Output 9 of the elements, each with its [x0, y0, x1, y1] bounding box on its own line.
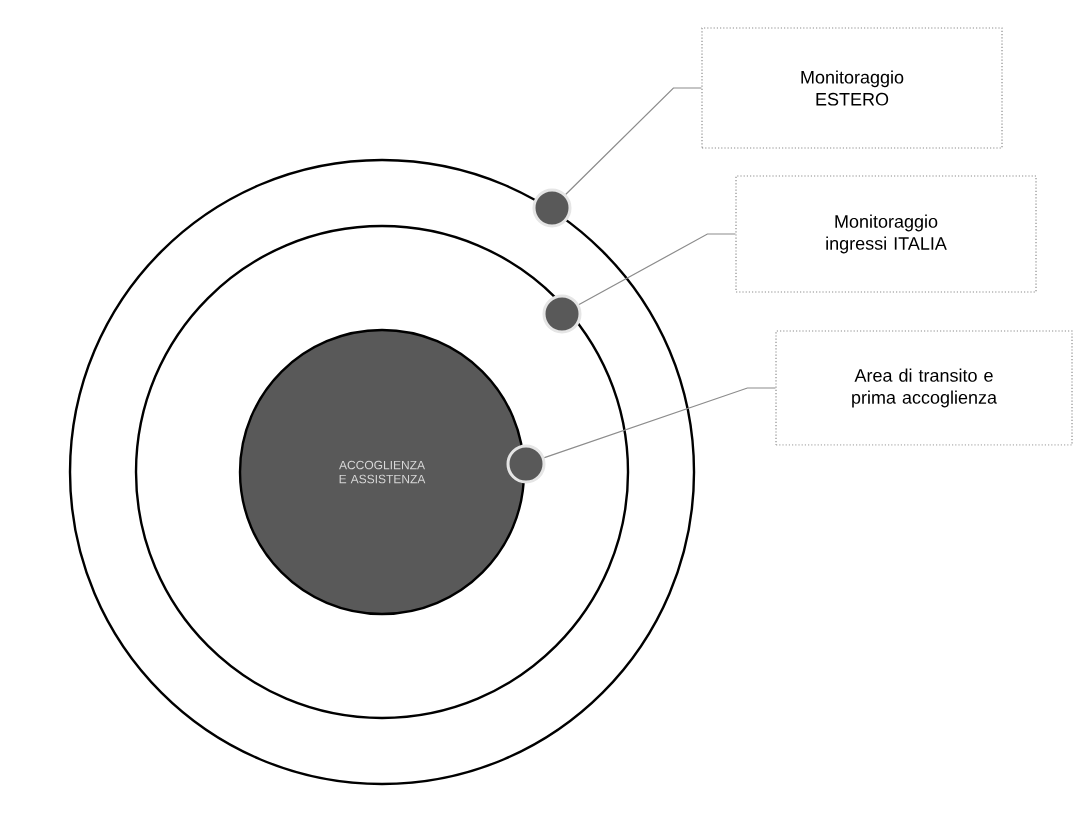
marker-dot: [532, 188, 572, 228]
leader-line: [565, 87, 702, 195]
ring-circle: [68, 158, 696, 786]
label-box: Monitoraggio ingressi ITALIA: [735, 175, 1037, 293]
label-box: Area di transito e prima accoglienza: [775, 330, 1073, 446]
ring-circle: [134, 224, 630, 720]
leader-line: [578, 233, 736, 306]
label-box: Monitoraggio ESTERO: [701, 27, 1003, 149]
leader-line: [543, 387, 776, 459]
